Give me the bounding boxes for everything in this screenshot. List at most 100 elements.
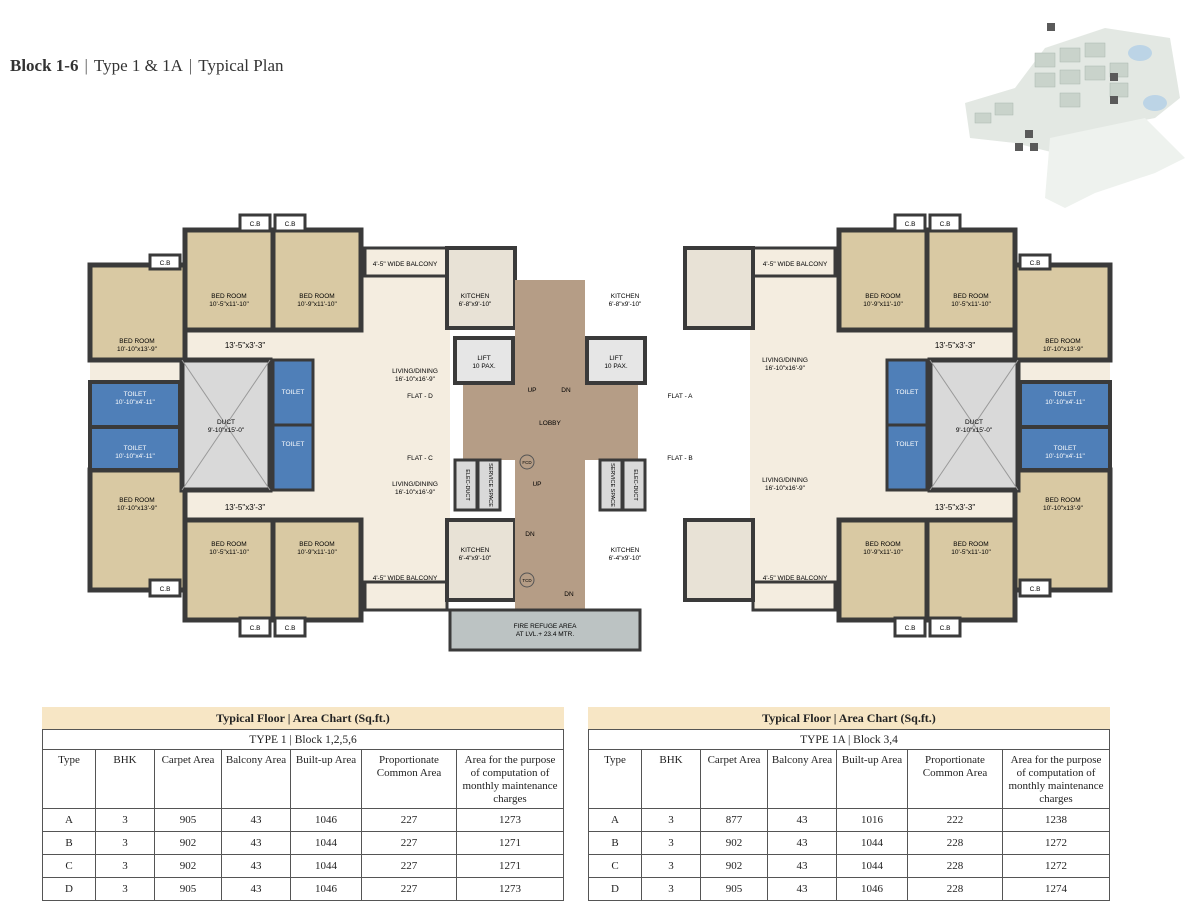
svg-text:10'-9"x11'-10": 10'-9"x11'-10" bbox=[863, 549, 903, 556]
svg-text:TOILET: TOILET bbox=[124, 391, 147, 398]
svg-text:C.B: C.B bbox=[940, 625, 951, 632]
svg-text:KITCHEN: KITCHEN bbox=[461, 547, 490, 554]
svg-text:LIVING/DINING: LIVING/DINING bbox=[762, 477, 808, 484]
svg-text:DN: DN bbox=[525, 531, 535, 538]
svg-text:10'-5"x11'-10": 10'-5"x11'-10" bbox=[951, 549, 991, 556]
svg-text:10'-5"x11'-10": 10'-5"x11'-10" bbox=[209, 301, 249, 308]
svg-text:10'-5"x11'-10": 10'-5"x11'-10" bbox=[209, 549, 249, 556]
type-label: Type 1 & 1A bbox=[93, 56, 183, 75]
area-chart-title: Typical Floor | Area Chart (Sq.ft.) bbox=[588, 707, 1110, 729]
svg-text:C.B: C.B bbox=[905, 625, 916, 632]
svg-text:BED ROOM: BED ROOM bbox=[211, 293, 246, 300]
area-table: TYPE 1A | Block 3,4 Type BHK Carpet Area… bbox=[588, 729, 1110, 901]
svg-text:FIRE REFUGE AREA: FIRE REFUGE AREA bbox=[514, 623, 578, 630]
svg-text:TOILET: TOILET bbox=[282, 389, 305, 396]
svg-text:C.B: C.B bbox=[940, 221, 951, 228]
svg-text:LOBBY: LOBBY bbox=[539, 420, 561, 427]
svg-text:DUCT: DUCT bbox=[965, 419, 983, 426]
svg-text:TOILET: TOILET bbox=[282, 441, 305, 448]
svg-text:FLAT - C: FLAT - C bbox=[407, 455, 433, 462]
svg-text:AT LVL.+ 23.4 MTR.: AT LVL.+ 23.4 MTR. bbox=[516, 631, 575, 638]
svg-text:DUCT: DUCT bbox=[217, 419, 235, 426]
svg-text:DN: DN bbox=[564, 591, 574, 598]
svg-text:BED ROOM: BED ROOM bbox=[865, 541, 900, 548]
svg-text:C.B: C.B bbox=[160, 586, 171, 593]
plan-right-wing bbox=[683, 213, 1113, 638]
bedroom-corner-bottom bbox=[87, 467, 188, 593]
svg-text:16'-10"x16'-9": 16'-10"x16'-9" bbox=[395, 376, 436, 383]
svg-text:BED ROOM: BED ROOM bbox=[1045, 497, 1080, 504]
svg-text:13'-5"x3'-3": 13'-5"x3'-3" bbox=[935, 503, 975, 512]
bedroom-top-2 bbox=[270, 227, 364, 333]
svg-text:LIFT: LIFT bbox=[609, 355, 622, 362]
svg-text:SERVICE SPACE: SERVICE SPACE bbox=[487, 463, 493, 507]
plan-label: Typical Plan bbox=[198, 56, 284, 75]
svg-text:10'-10"x4'-11": 10'-10"x4'-11" bbox=[115, 453, 155, 460]
svg-text:BED ROOM: BED ROOM bbox=[299, 541, 334, 548]
svg-text:ELEC-DUCT: ELEC-DUCT bbox=[632, 469, 638, 501]
svg-text:LIVING/DINING: LIVING/DINING bbox=[762, 357, 808, 364]
lobby bbox=[463, 385, 638, 460]
bedroom-bottom-1 bbox=[182, 517, 276, 623]
svg-text:BED ROOM: BED ROOM bbox=[953, 293, 988, 300]
svg-text:10'-10"x13'-9": 10'-10"x13'-9" bbox=[1043, 346, 1084, 353]
svg-text:9'-10"x15'-0": 9'-10"x15'-0" bbox=[208, 427, 245, 434]
svg-text:10 PAX.: 10 PAX. bbox=[604, 363, 628, 370]
svg-text:10'-9"x11'-10": 10'-9"x11'-10" bbox=[297, 301, 337, 308]
svg-text:TOILET: TOILET bbox=[1054, 445, 1077, 452]
svg-text:16'-10"x16'-9": 16'-10"x16'-9" bbox=[765, 365, 806, 372]
svg-text:BED ROOM: BED ROOM bbox=[119, 497, 154, 504]
svg-text:LIVING/DINING: LIVING/DINING bbox=[392, 481, 438, 488]
svg-text:10'-10"x13'-9": 10'-10"x13'-9" bbox=[117, 505, 158, 512]
svg-text:BED ROOM: BED ROOM bbox=[299, 293, 334, 300]
lift-right bbox=[585, 336, 647, 385]
svg-text:ELEC-DUCT: ELEC-DUCT bbox=[464, 469, 470, 501]
bedroom-bottom-2 bbox=[270, 517, 364, 623]
block-label: Block 1-6 bbox=[10, 56, 79, 75]
svg-text:C.B: C.B bbox=[1030, 260, 1041, 267]
area-table-subtitle: TYPE 1A | Block 3,4 bbox=[588, 729, 1110, 750]
svg-text:13'-5"x3'-3": 13'-5"x3'-3" bbox=[225, 341, 265, 350]
area-chart-type1a: Typical Floor | Area Chart (Sq.ft.) TYPE… bbox=[588, 707, 1110, 901]
svg-text:4'-5" WIDE BALCONY: 4'-5" WIDE BALCONY bbox=[763, 261, 828, 268]
svg-text:TCD: TCD bbox=[522, 578, 532, 583]
svg-text:10'-5"x11'-10": 10'-5"x11'-10" bbox=[951, 301, 991, 308]
page-title: Block 1-6|Type 1 & 1A|Typical Plan bbox=[10, 56, 284, 75]
svg-text:DN: DN bbox=[561, 387, 571, 394]
svg-text:BED ROOM: BED ROOM bbox=[211, 541, 246, 548]
svg-text:BED ROOM: BED ROOM bbox=[865, 293, 900, 300]
svg-text:4'-5" WIDE BALCONY: 4'-5" WIDE BALCONY bbox=[373, 575, 438, 582]
svg-text:C.B: C.B bbox=[1030, 586, 1041, 593]
svg-text:10'-10"x4'-11": 10'-10"x4'-11" bbox=[1045, 453, 1085, 460]
svg-text:LIVING/DINING: LIVING/DINING bbox=[392, 368, 438, 375]
svg-text:C.B: C.B bbox=[250, 625, 261, 632]
svg-text:KITCHEN: KITCHEN bbox=[611, 547, 640, 554]
bedroom-top-1 bbox=[182, 227, 276, 333]
svg-text:LIFT: LIFT bbox=[477, 355, 490, 362]
svg-text:SERVICE SPACE: SERVICE SPACE bbox=[609, 463, 615, 507]
svg-text:TOILET: TOILET bbox=[896, 389, 919, 396]
svg-text:10 PAX.: 10 PAX. bbox=[472, 363, 496, 370]
svg-text:13'-5"x3'-3": 13'-5"x3'-3" bbox=[935, 341, 975, 350]
svg-text:4'-5" WIDE BALCONY: 4'-5" WIDE BALCONY bbox=[373, 261, 438, 268]
svg-text:6'-4"x9'-10": 6'-4"x9'-10" bbox=[459, 555, 492, 562]
svg-text:16'-10"x16'-9": 16'-10"x16'-9" bbox=[765, 485, 806, 492]
svg-text:KITCHEN: KITCHEN bbox=[611, 293, 640, 300]
svg-text:FLAT - D: FLAT - D bbox=[407, 393, 433, 400]
svg-text:UP: UP bbox=[527, 387, 536, 394]
svg-text:C.B: C.B bbox=[250, 221, 261, 228]
svg-text:BED ROOM: BED ROOM bbox=[119, 338, 154, 345]
svg-text:C.B: C.B bbox=[905, 221, 916, 228]
svg-text:FCD: FCD bbox=[522, 460, 532, 465]
svg-text:C.B: C.B bbox=[285, 625, 296, 632]
svg-text:TOILET: TOILET bbox=[896, 441, 919, 448]
